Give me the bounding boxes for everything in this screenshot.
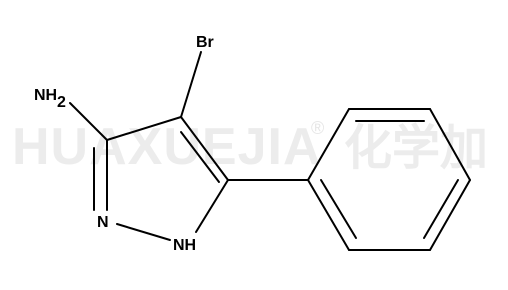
watermark-registered: ® [311, 118, 324, 138]
atom-label-nh2-subscript: 2 [57, 94, 66, 111]
phenyl-bond-4 [429, 179, 471, 251]
bonds [69, 51, 309, 241]
atom-labels: Br NH 2 N NH [34, 34, 214, 254]
watermark: HUAXUEJIA ® 化学加 [12, 118, 488, 176]
phenyl-ring [307, 108, 471, 251]
atom-label-nh: NH [173, 237, 196, 254]
bond-c5-n1 [195, 179, 229, 233]
phenyl-inner-right [423, 179, 459, 239]
atom-label-nh2: NH [34, 87, 57, 104]
atom-label-br: Br [196, 34, 214, 51]
phenyl-bond-1 [307, 108, 350, 181]
watermark-latin: HUAXUEJIA [12, 118, 322, 176]
bond-c4-c5-inner [180, 131, 220, 183]
bond-nh2-c3 [69, 102, 108, 141]
atom-label-n: N [97, 214, 109, 231]
bond-c4-c5 [180, 116, 229, 181]
phenyl-bond-3 [429, 108, 471, 181]
bond-n1-n2 [116, 223, 171, 241]
phenyl-bond-6 [307, 179, 350, 251]
bond-c3-c4 [106, 116, 182, 141]
phenyl-inner-left [320, 179, 357, 239]
bond-br-c4 [180, 51, 202, 118]
watermark-cjk: 化学加 [344, 120, 488, 176]
